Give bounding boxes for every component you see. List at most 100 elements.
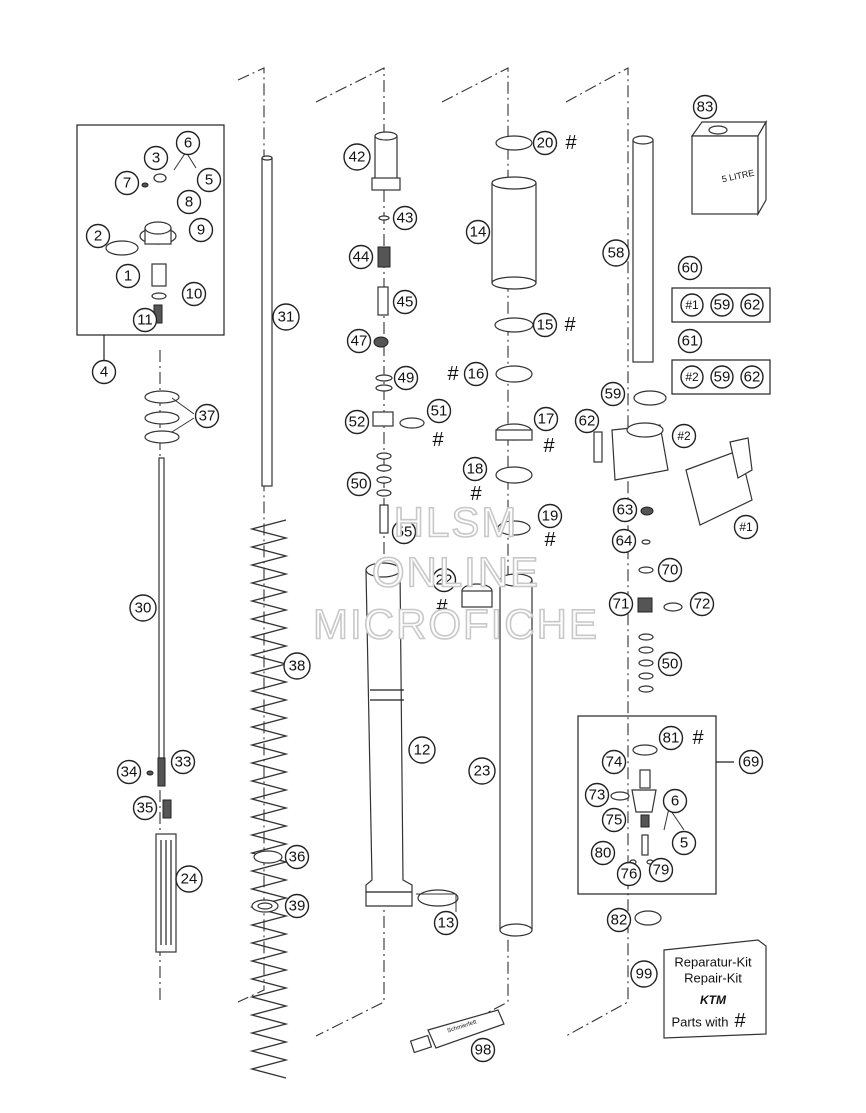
callout-45-circle [392, 289, 418, 315]
callout-64-label: 64 [616, 533, 633, 550]
callout-23-circle [468, 757, 496, 785]
callout-44-label: 44 [353, 249, 370, 266]
callout-50: 50 [346, 471, 372, 497]
callout-60-label: 60 [682, 260, 699, 277]
callout-62-label: 62 [579, 413, 596, 430]
callout-61: 61 [677, 328, 703, 354]
callout-15-circle [532, 312, 558, 338]
callout-75: 75 [601, 807, 627, 833]
leader-lines [171, 151, 685, 912]
oil-can-83: 5 LITRE [690, 119, 768, 217]
callout-5-repeat-circle [671, 830, 697, 856]
callout-81: 81 [658, 725, 684, 751]
callout-16: 16 [463, 361, 489, 387]
callout-62-circle [574, 408, 600, 434]
callout-6-repeat-label: 6 [671, 793, 679, 810]
o-ring-13 [417, 889, 459, 907]
callout-31-label: 31 [278, 309, 295, 326]
callout-34-label: 34 [121, 764, 138, 781]
callout-layer: 1234567891011121314151617181920222324303… [85, 94, 764, 1063]
repair-kit-brand: KTM [700, 993, 727, 1007]
repair-kit-parts-note: Parts with [671, 1015, 728, 1030]
callout-22-label: 22 [436, 572, 453, 589]
callout-58-circle [602, 239, 630, 267]
spring-washers [251, 850, 283, 913]
callout-kit1: #1 [733, 514, 759, 540]
callout-72: 72 [689, 591, 715, 617]
callout-59-circle [600, 381, 626, 407]
callout-18-circle [462, 456, 488, 482]
callout-20-label: 20 [537, 135, 554, 152]
callout-5-repeat: 5 [671, 830, 697, 856]
hash-marks: ######### [432, 132, 704, 749]
callout-45-label: 45 [397, 294, 414, 311]
callout-6-repeat-circle [662, 788, 688, 814]
callout-79-circle [648, 857, 674, 883]
kit-60-item-1: 59 [710, 293, 734, 317]
callout-76-label: 76 [621, 866, 638, 883]
callout-83: 83 [692, 94, 718, 120]
callout-49: 49 [393, 365, 419, 391]
kit-61-item-0: #2 [680, 365, 704, 389]
outer-tube-12 [365, 562, 413, 907]
callout-83-label: 83 [697, 99, 714, 116]
callout-3-label: 3 [152, 150, 160, 167]
callout-55-label: 55 [396, 524, 413, 541]
callout-81-circle [658, 725, 684, 751]
watermark-line-3: MICROFICHE [313, 601, 599, 648]
callout-80-circle [590, 840, 616, 866]
callout-81-label: 81 [663, 730, 680, 747]
callout-73-label: 73 [589, 787, 606, 804]
callout-5-label: 5 [205, 172, 213, 189]
callout-79-label: 79 [653, 862, 670, 879]
callout-23: 23 [468, 757, 496, 785]
callout-47: 47 [346, 328, 372, 354]
callout-69: 69 [738, 749, 764, 775]
callout-39-label: 39 [289, 898, 306, 915]
callout-3-circle [143, 145, 169, 171]
callout-34-circle [116, 759, 142, 785]
callout-80: 80 [590, 840, 616, 866]
valve-stack-parts [371, 131, 425, 534]
hash-mark-5: # [544, 529, 556, 551]
callout-61-circle [677, 328, 703, 354]
kit-60-item-0: #1 [680, 293, 704, 317]
callout-16-circle [463, 361, 489, 387]
callout-62: 62 [574, 408, 600, 434]
kit-61-item-1: 59 [710, 365, 734, 389]
callout-20-circle [532, 130, 558, 156]
kit-60-item-2-label: 62 [744, 297, 761, 314]
callout-17-circle [533, 406, 559, 432]
callout-kit2: #2 [671, 423, 697, 449]
callout-12-label: 12 [414, 742, 431, 759]
callout-99-circle [630, 960, 658, 988]
kit-60-item-2: 62 [740, 293, 764, 317]
callout-39: 39 [284, 893, 310, 919]
callout-8-label: 8 [185, 194, 193, 211]
callout-19-label: 19 [542, 508, 559, 525]
hash-mark-1: # [564, 314, 576, 336]
callout-58: 58 [602, 239, 630, 267]
callout-34: 34 [116, 759, 142, 785]
callout-64-circle [611, 528, 637, 554]
callout-98-label: 98 [475, 1042, 492, 1059]
kit-60-item-2-circle [740, 293, 764, 317]
callout-82: 82 [606, 907, 632, 933]
callout-9: 9 [188, 217, 214, 243]
callout-49-label: 49 [398, 370, 415, 387]
callout-74-label: 74 [606, 754, 623, 771]
callout-99-label: 99 [636, 966, 653, 983]
callout-5: 5 [196, 167, 222, 193]
callout-15: 15 [532, 312, 558, 338]
callout-50-repeat-circle [657, 651, 683, 677]
callout-24-label: 24 [181, 871, 198, 888]
kit-61-item-0-circle [680, 365, 704, 389]
kit-60-item-0-circle [680, 293, 704, 317]
callout-45: 45 [392, 289, 418, 315]
callout-44-circle [348, 244, 374, 270]
callout-6: 6 [175, 130, 201, 156]
callout-kit1-label: #1 [739, 520, 753, 534]
callout-73: 73 [584, 782, 610, 808]
callout-33-label: 33 [175, 754, 192, 771]
axle-clamp-parts [593, 135, 753, 693]
